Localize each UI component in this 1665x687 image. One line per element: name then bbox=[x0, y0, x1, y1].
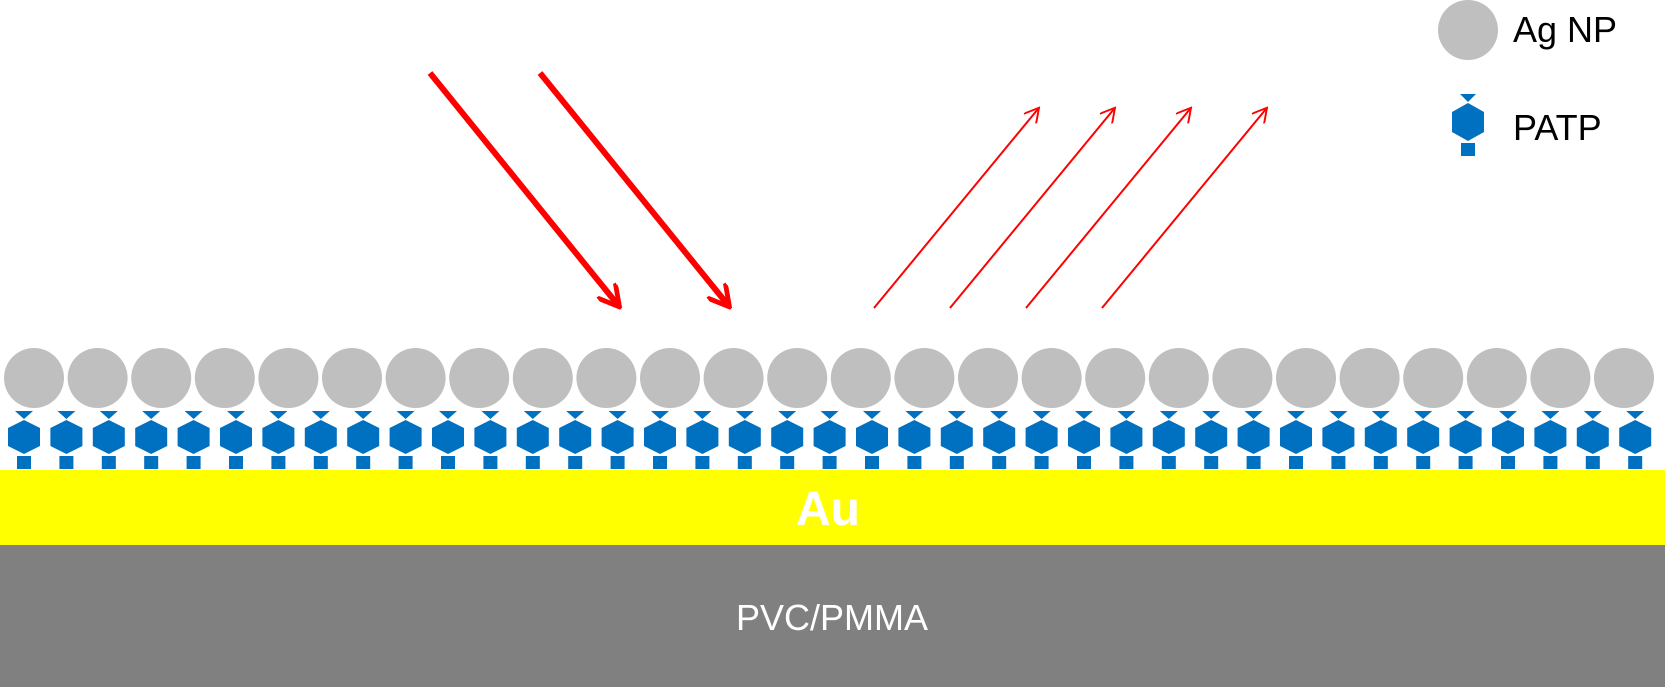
ag-nanoparticle bbox=[1530, 348, 1591, 408]
ag-nanoparticle bbox=[385, 348, 446, 408]
patp-molecule bbox=[559, 411, 592, 469]
patp-molecule bbox=[1449, 411, 1482, 469]
patp-molecule bbox=[1534, 411, 1567, 469]
substrate-label: PVC/PMMA bbox=[736, 597, 928, 638]
gold-rect bbox=[0, 470, 1665, 545]
patp-molecule bbox=[135, 411, 168, 469]
ag-nanoparticle bbox=[767, 348, 828, 408]
patp-molecule bbox=[262, 411, 295, 469]
ag-nanoparticle bbox=[1403, 348, 1464, 408]
ag-nanoparticle bbox=[67, 348, 128, 408]
patp-molecule bbox=[220, 411, 252, 469]
scattered-beam-3 bbox=[1025, 109, 1190, 309]
patp-molecule bbox=[92, 411, 125, 469]
patp-molecule bbox=[304, 411, 337, 469]
legend-ag-np-label: Ag NP bbox=[1513, 9, 1617, 50]
patp-icon bbox=[1452, 94, 1484, 156]
patp-molecule bbox=[898, 411, 931, 469]
gold-layer: Au bbox=[0, 470, 1665, 545]
patp-monolayer bbox=[8, 411, 1652, 469]
patp-molecule bbox=[1619, 411, 1652, 469]
patp-molecule bbox=[1152, 411, 1185, 469]
legend-item-ag-np: Ag NP bbox=[1438, 0, 1617, 60]
patp-molecule bbox=[1576, 411, 1609, 469]
ag-nanoparticle bbox=[958, 348, 1018, 408]
patp-molecule bbox=[813, 411, 846, 469]
ag-nanoparticle bbox=[512, 348, 573, 408]
patp-molecule bbox=[686, 411, 719, 469]
ag-nanoparticle bbox=[4, 348, 64, 408]
patp-molecule bbox=[1237, 411, 1270, 469]
ag-nanoparticle bbox=[576, 348, 637, 408]
ag-np-icon bbox=[1438, 0, 1498, 60]
patp-molecule bbox=[8, 411, 40, 469]
ag-nanoparticle bbox=[830, 348, 891, 408]
patp-molecule bbox=[1280, 411, 1312, 469]
gold-label: Au bbox=[796, 483, 860, 536]
substrate-rect bbox=[0, 545, 1665, 687]
patp-molecule bbox=[1364, 411, 1397, 469]
patp-molecule bbox=[983, 411, 1016, 469]
patp-molecule bbox=[728, 411, 761, 469]
ag-nanoparticle-layer bbox=[4, 348, 1654, 408]
ag-nanoparticle bbox=[1276, 348, 1336, 408]
ag-nanoparticle bbox=[1085, 348, 1146, 408]
patp-molecule bbox=[856, 411, 888, 469]
scattered-beam-2 bbox=[949, 109, 1114, 309]
patp-molecule bbox=[1407, 411, 1440, 469]
ag-nanoparticle bbox=[131, 348, 192, 408]
legend-patp-label: PATP bbox=[1513, 107, 1602, 148]
patp-molecule bbox=[940, 411, 973, 469]
ag-nanoparticle bbox=[703, 348, 764, 408]
scattered-beam-1 bbox=[873, 109, 1038, 309]
incident-beam-1 bbox=[427, 71, 618, 305]
ag-nanoparticle bbox=[1212, 348, 1273, 408]
scattered-beam-4 bbox=[1101, 109, 1266, 309]
substrate-layer: PVC/PMMA bbox=[0, 545, 1665, 687]
patp-molecule bbox=[1068, 411, 1100, 469]
patp-molecule bbox=[1110, 411, 1143, 469]
incident-beam-2 bbox=[537, 71, 728, 305]
ag-nanoparticle bbox=[640, 348, 700, 408]
ag-nanoparticle bbox=[894, 348, 955, 408]
ag-nanoparticle bbox=[1021, 348, 1082, 408]
patp-molecule bbox=[644, 411, 676, 469]
ag-nanoparticle bbox=[1466, 348, 1527, 408]
ag-nanoparticle bbox=[449, 348, 510, 408]
patp-molecule bbox=[50, 411, 83, 469]
patp-molecule bbox=[389, 411, 422, 469]
patp-molecule bbox=[1492, 411, 1524, 469]
patp-molecule bbox=[1322, 411, 1355, 469]
patp-molecule bbox=[432, 411, 464, 469]
ag-nanoparticle bbox=[322, 348, 382, 408]
ag-nanoparticle bbox=[1594, 348, 1654, 408]
ag-nanoparticle bbox=[258, 348, 319, 408]
patp-molecule bbox=[474, 411, 507, 469]
patp-molecule bbox=[1025, 411, 1058, 469]
ag-nanoparticle bbox=[1148, 348, 1209, 408]
ag-nanoparticle bbox=[194, 348, 255, 408]
ag-nanoparticle bbox=[1339, 348, 1400, 408]
patp-molecule bbox=[347, 411, 380, 469]
patp-molecule bbox=[771, 411, 804, 469]
patp-molecule bbox=[1195, 411, 1228, 469]
legend: Ag NP PATP bbox=[1438, 0, 1617, 156]
patp-molecule bbox=[516, 411, 549, 469]
incident-light bbox=[427, 71, 728, 305]
legend-item-patp: PATP bbox=[1452, 94, 1602, 156]
patp-molecule bbox=[177, 411, 210, 469]
patp-molecule bbox=[601, 411, 634, 469]
scattered-light bbox=[873, 109, 1266, 309]
